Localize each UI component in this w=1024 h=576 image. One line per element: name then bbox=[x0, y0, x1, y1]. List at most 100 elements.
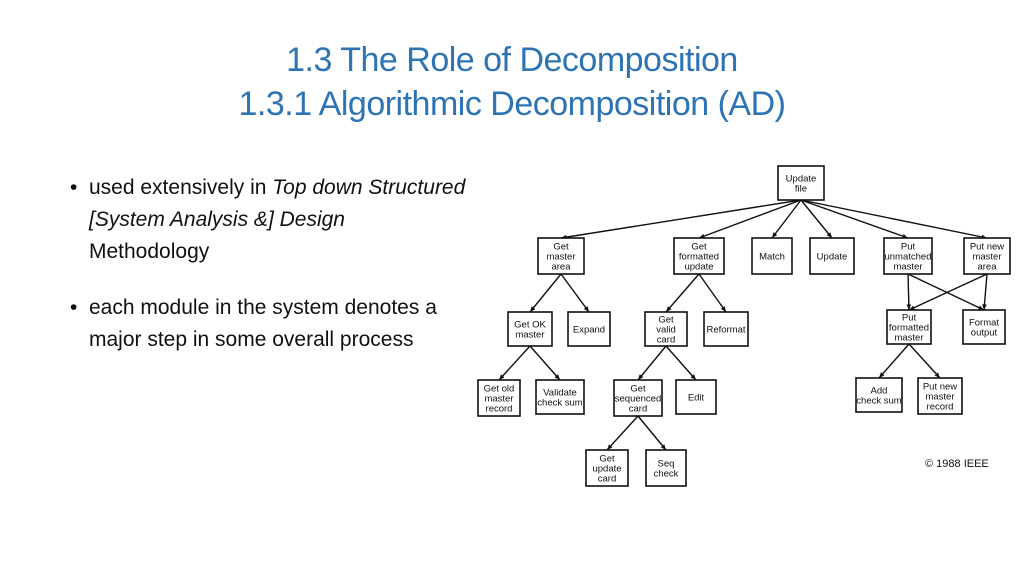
module-label-line: Get bbox=[691, 242, 707, 253]
arrowhead bbox=[638, 374, 644, 380]
module-label-line: master bbox=[925, 392, 954, 403]
module-label-line: area bbox=[977, 262, 997, 273]
arrowhead bbox=[982, 304, 987, 310]
module-box bbox=[777, 165, 825, 201]
bullet-dot: • bbox=[70, 296, 78, 319]
module-box bbox=[675, 379, 717, 415]
module-label-line: check bbox=[654, 469, 679, 480]
module-label-line: update bbox=[592, 464, 621, 475]
module-label-line: unmatched bbox=[884, 252, 931, 263]
module-label-line: check sum bbox=[537, 398, 582, 409]
module-box bbox=[917, 377, 963, 415]
module-box bbox=[645, 449, 687, 487]
module-node-edit: Edit bbox=[675, 379, 717, 415]
module-box bbox=[855, 377, 903, 413]
module-label-line: Format bbox=[969, 318, 999, 329]
module-node-update: Update bbox=[809, 237, 855, 275]
module-box bbox=[567, 311, 611, 347]
module-label-line: valid bbox=[656, 325, 676, 336]
module-label-line: Get old bbox=[484, 384, 515, 395]
edge-put-unmatched-master-to-put-formatted-master bbox=[907, 273, 910, 311]
module-label-line: update bbox=[684, 262, 713, 273]
module-label-line: master bbox=[972, 252, 1001, 263]
module-node-expand: Expand bbox=[567, 311, 611, 347]
module-box bbox=[477, 379, 521, 417]
edge-get-ok-master-to-get-old-master-record bbox=[498, 345, 531, 381]
arrowhead bbox=[909, 305, 915, 310]
edge-get-ok-master-to-validate-check-sum bbox=[529, 345, 561, 381]
module-label-line: Expand bbox=[573, 325, 605, 336]
bullet-1-italic: Top down Structured [System Analysis &] … bbox=[89, 176, 466, 231]
module-label-line: file bbox=[795, 184, 807, 195]
module-label-line: Get bbox=[599, 454, 615, 465]
edge-update-file-to-put-unmatched-master bbox=[800, 199, 909, 239]
edge-update-file-to-put-new-master-area bbox=[800, 199, 988, 239]
bullet-2-text: each module in the system denotes a majo… bbox=[89, 296, 437, 351]
module-box bbox=[809, 237, 855, 275]
module-box bbox=[962, 309, 1006, 345]
edge-put-formatted-master-to-put-new-master-record bbox=[908, 343, 941, 379]
module-label-line: Validate bbox=[543, 388, 577, 399]
arrowhead bbox=[879, 372, 885, 378]
module-label-line: card bbox=[598, 474, 616, 485]
module-label-line: card bbox=[657, 335, 675, 346]
edge-get-master-area-to-expand bbox=[560, 273, 590, 313]
module-label-line: Get OK bbox=[514, 320, 546, 331]
module-label-line: Update bbox=[786, 174, 817, 185]
module-box bbox=[751, 237, 793, 275]
module-box bbox=[644, 311, 688, 347]
arrowhead bbox=[906, 304, 912, 310]
module-label-line: Seq bbox=[658, 459, 675, 470]
module-node-match: Match bbox=[751, 237, 793, 275]
module-label-line: master bbox=[894, 333, 923, 344]
bullet-list: • used extensively in Top down Structure… bbox=[70, 172, 470, 380]
arrowhead bbox=[826, 232, 832, 238]
tree-edges bbox=[498, 199, 988, 451]
arrowhead bbox=[699, 233, 705, 239]
arrowhead bbox=[554, 374, 560, 380]
module-node-reformat: Reformat bbox=[703, 311, 749, 347]
edge-get-sequenced-card-to-get-update-card bbox=[606, 415, 639, 451]
module-label-line: Put new bbox=[923, 382, 957, 393]
edge-update-file-to-get-formatted-update bbox=[698, 199, 802, 239]
slide-title: 1.3 The Role of Decomposition 1.3.1 Algo… bbox=[0, 38, 1024, 126]
module-box bbox=[883, 237, 933, 275]
arrowhead bbox=[720, 306, 726, 312]
module-label-line: master bbox=[484, 394, 513, 405]
module-box bbox=[886, 309, 932, 345]
arrowhead bbox=[934, 372, 940, 378]
module-label-line: Match bbox=[759, 252, 785, 263]
module-label-line: master bbox=[515, 330, 544, 341]
bullet-1-suffix: Methodology bbox=[89, 240, 210, 263]
module-box bbox=[535, 379, 585, 415]
module-label-line: Get bbox=[630, 384, 646, 395]
edge-update-file-to-get-master-area bbox=[560, 199, 802, 239]
module-box bbox=[537, 237, 585, 275]
arrowhead bbox=[772, 232, 778, 238]
module-label-line: formatted bbox=[679, 252, 719, 263]
arrowhead bbox=[607, 444, 613, 450]
module-label-line: card bbox=[629, 404, 647, 415]
edge-get-formatted-update-to-reformat bbox=[698, 273, 727, 313]
edge-get-sequenced-card-to-seq-check bbox=[637, 415, 667, 451]
module-label-line: master bbox=[893, 262, 922, 273]
module-label-line: area bbox=[551, 262, 571, 273]
edge-put-formatted-master-to-add-check-sum bbox=[878, 343, 910, 379]
edge-update-file-to-match bbox=[771, 199, 802, 239]
bullet-dot: • bbox=[70, 176, 78, 199]
arrowhead bbox=[583, 306, 589, 312]
module-box bbox=[703, 311, 749, 347]
